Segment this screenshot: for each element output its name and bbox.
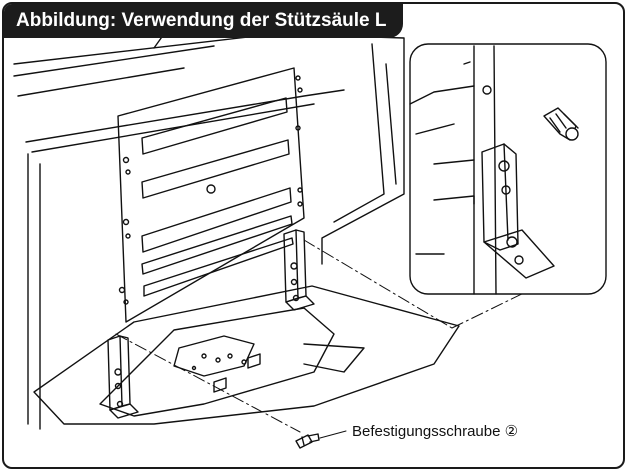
fixing-screw-icon [295, 433, 320, 449]
stand-base [33, 285, 460, 425]
screw-callout-number: ② [504, 423, 519, 440]
back-plate [117, 67, 305, 323]
callout-leader-line [319, 430, 347, 439]
figure-frame: Abbildung: Verwendung der Stützsäule L [2, 2, 625, 469]
screw-callout: Befestigungsschraube ② [352, 422, 518, 440]
detail-inset [409, 43, 607, 295]
support-column-l-left [107, 335, 139, 419]
assembly-illustration [13, 33, 607, 449]
figure-title: Abbildung: Verwendung der Stützsäule L [4, 4, 403, 38]
screw-callout-label: Befestigungsschraube [352, 423, 501, 440]
support-column-l-right [283, 229, 315, 311]
